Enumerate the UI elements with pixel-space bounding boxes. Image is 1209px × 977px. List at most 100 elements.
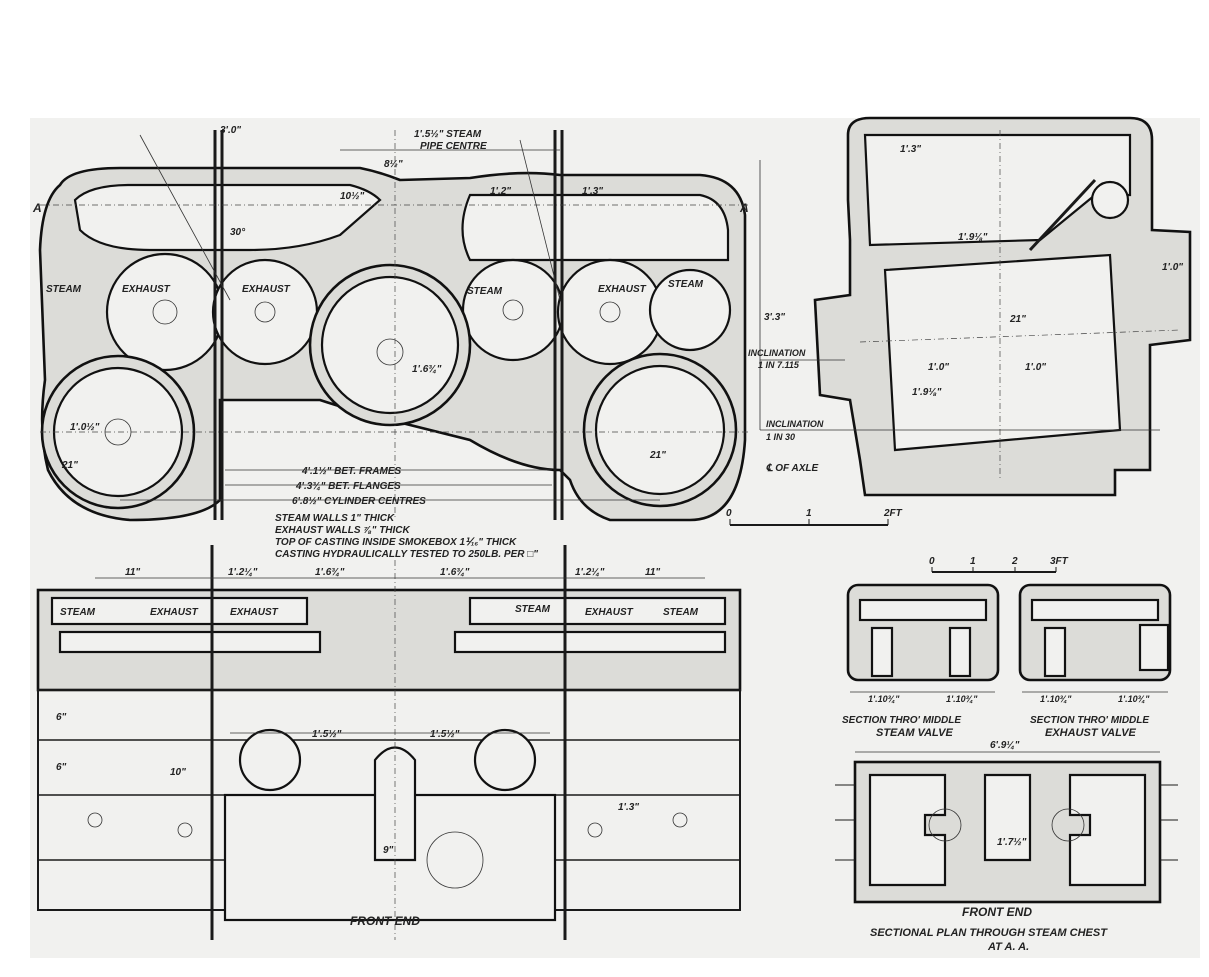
note-hydraulic-test: CASTING HYDRAULICALLY TESTED TO 250LB. P… (275, 549, 538, 560)
steam-valve-far-right (648, 268, 732, 352)
exhaust-valve-section-flange (1138, 623, 1170, 672)
dim-30deg: 30° (230, 227, 246, 238)
plan-valve-row-left (50, 596, 309, 626)
label-steam-2: STEAM (467, 286, 503, 297)
sectional-plan-port-right (1051, 808, 1085, 842)
steam-valve-left (105, 252, 225, 372)
plan-stud-1 (87, 812, 103, 828)
label-section-exh-2: EXHAUST VALVE (1045, 727, 1137, 739)
dim-side-1-0b: 1'.0" (1025, 362, 1046, 373)
sectional-plan-middle-passage (983, 773, 1032, 862)
label-cylinder-centres: 6'.8½" CYLINDER CENTRES (292, 496, 426, 507)
label-pipe-centre: PIPE CENTRE (420, 141, 487, 152)
side-steam-passage (1028, 178, 1097, 252)
plan-valve-row-right (468, 596, 727, 626)
label-section-steam-2: STEAM VALVE (876, 727, 953, 739)
label-inclination-2-val: 1 IN 30 (766, 432, 795, 442)
right-cylinder-bore (594, 364, 726, 496)
dim-1-7half: 1'.7½" (997, 837, 1027, 848)
plan-dim-10: 10" (170, 767, 186, 778)
plan-stud-2 (177, 822, 193, 838)
plan-dim-6b: 6" (56, 762, 67, 773)
label-exhaust-3: EXHAUST (598, 284, 647, 295)
dim-steam-1-103a: 1'.10¾" (868, 694, 900, 704)
valve-spindle-2 (254, 301, 276, 323)
plan-dim-1-5a: 1'.5½" (312, 729, 342, 740)
label-inclination-2: INCLINATION (766, 419, 824, 429)
section-mark-a-right: A (739, 201, 749, 215)
label-section-steam-1: SECTION THRO' MIDDLE (842, 715, 961, 726)
plan-view: STEAM EXHAUST EXHAUST STEAM EXHAUST STEA… (36, 545, 742, 940)
valve-spindle-4 (599, 301, 621, 323)
plan-stud-3 (587, 822, 603, 838)
label-bet-flanges: 4'.3¾" BET. FLANGES (295, 481, 401, 492)
plan-dim-1-2q: 1'.2¼" (228, 567, 258, 578)
plan-label-steam-r1: STEAM (515, 604, 551, 615)
label-sectional-plan-2: AT A. A. (987, 941, 1029, 953)
scale2-label-3: 3FT (1050, 556, 1069, 567)
side-steam-pipe (1090, 180, 1130, 220)
scale-bar-2: 0 1 2 3FT (929, 556, 1069, 573)
dim-1-2: 1'.2" (490, 186, 511, 197)
front-elevation-view: 1'.5½" STEAM PIPE CENTRE A A STEAM EXHAU… (32, 125, 750, 560)
plan-label-exhaust-r: EXHAUST (585, 607, 634, 618)
plan-exhaust-port-right (473, 728, 537, 792)
note-exhaust-walls: EXHAUST WALLS ⅞" THICK (275, 525, 411, 536)
steam-valve-section-right (948, 626, 972, 678)
valve-spindle-3 (502, 299, 524, 321)
label-steam-3: STEAM (668, 279, 704, 290)
plan-dim-6a: 6" (56, 712, 67, 723)
plan-dim-9: 9" (383, 845, 394, 856)
scale2-label-0: 0 (929, 556, 935, 567)
label-steam-1: STEAM (46, 284, 82, 295)
sectional-plan-chamber-right (1068, 773, 1147, 887)
dim-6-9: 6'.9¼" (990, 740, 1020, 751)
plan-label-steam-l: STEAM (60, 607, 96, 618)
dim-1-65: 1'.6¾" (412, 364, 442, 375)
scale2-label-2: 2 (1011, 556, 1018, 567)
plan-dim-1-5b: 1'.5½" (430, 729, 460, 740)
plan-label-exhaust-l1: EXHAUST (150, 607, 199, 618)
plan-label-exhaust-l2: EXHAUST (230, 607, 279, 618)
section-mark-a-left: A (32, 201, 42, 215)
dim-side-1-0c: 1'.0" (1162, 262, 1183, 273)
plan-dim-11a: 11" (125, 567, 140, 578)
guide-line-1 (139, 134, 231, 301)
sectional-plan-steam-chest: 6'.9¼" 1'.7½" FRONT END SECTIONAL PLAN T… (835, 740, 1178, 953)
plan-port-left (58, 630, 322, 654)
label-steam-pipe: 1'.5½" STEAM (414, 129, 482, 140)
plan-dim-1-63b: 1'.6¾" (440, 567, 470, 578)
label-section-exh-1: SECTION THRO' MIDDLE (1030, 715, 1149, 726)
dim-side-3-3: 3'.3" (764, 312, 785, 323)
exhaust-valve-left (211, 258, 319, 366)
steam-valve-section-left (870, 626, 894, 678)
dim-21-left: 21" (61, 460, 78, 471)
dim-1-0half: 1'.0½" (70, 422, 100, 433)
sectional-plan-port-left (928, 808, 962, 842)
label-axle: ℄ OF AXLE (766, 463, 818, 474)
dim-8half: 8½" (384, 159, 403, 170)
scale-bar-1: 0 1 2FT (726, 508, 903, 526)
dim-1-3: 1'.3" (582, 186, 603, 197)
section-steam-valve: 1'.10¾" 1'.10¾" SECTION THRO' MIDDLE STE… (842, 583, 1000, 739)
dim-side-21: 21" (1009, 314, 1026, 325)
dim-side-1-9: 1'.9⅛" (958, 232, 988, 243)
exhaust-valve-section-left (1043, 626, 1067, 678)
label-inclination-1: INCLINATION (748, 348, 806, 358)
label-inclination-1-val: 1 IN 7.115 (758, 360, 800, 370)
plan-dim-1-2qb: 1'.2¼" (575, 567, 605, 578)
dim-steam-1-103b: 1'.10¾" (946, 694, 978, 704)
dim-side-1-0a: 1'.0" (928, 362, 949, 373)
plan-dim-1-63a: 1'.6¾" (315, 567, 345, 578)
plan-dim-1-3: 1'.3" (618, 802, 639, 813)
plan-exhaust-port-left (238, 728, 302, 792)
middle-cylinder-centre (376, 338, 404, 366)
scale1-label-1: 1 (806, 508, 812, 519)
scale1-label-2: 2FT (883, 508, 903, 519)
dim-10half: 10½" (340, 191, 364, 202)
dim-exh-1-103d: 1'.10¾" (1118, 694, 1150, 704)
plan-blast-pipe (426, 831, 484, 889)
label-exhaust-2: EXHAUST (242, 284, 291, 295)
plan-label-steam-r2: STEAM (663, 607, 699, 618)
